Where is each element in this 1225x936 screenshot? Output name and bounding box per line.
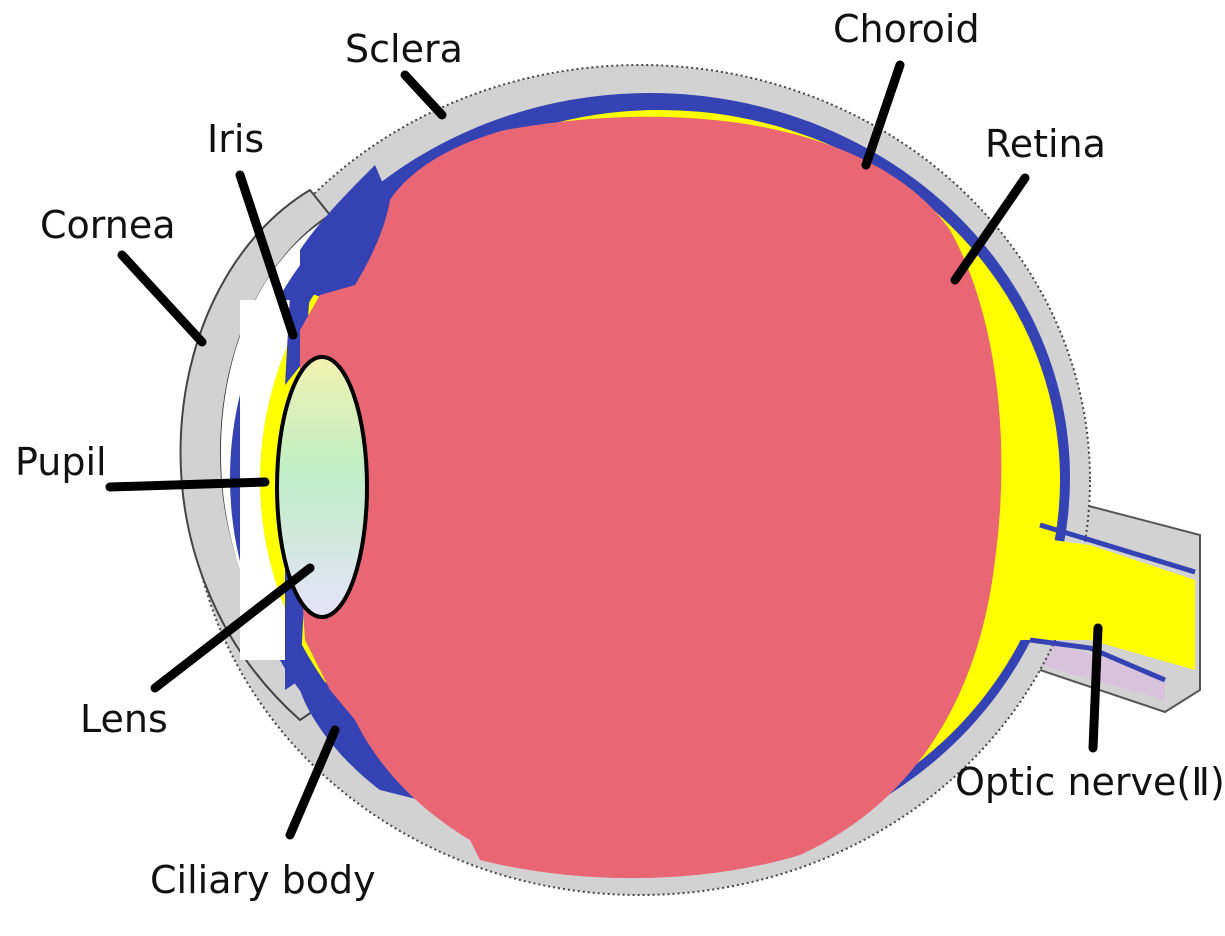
label-optic-nerve: Optic nerve(Ⅱ): [955, 760, 1225, 804]
label-ciliary-body: Ciliary body: [150, 858, 376, 902]
label-choroid: Choroid: [833, 7, 980, 51]
pupil-leader: [110, 482, 265, 487]
label-iris: Iris: [207, 117, 264, 161]
label-lens: Lens: [80, 697, 168, 741]
label-sclera: Sclera: [345, 27, 463, 71]
sclera-leader: [405, 75, 442, 115]
optic-nerve-leader: [1093, 628, 1098, 748]
label-pupil: Pupil: [15, 440, 107, 484]
vitreous-body: [300, 117, 1001, 878]
label-cornea: Cornea: [40, 203, 176, 247]
cornea-leader: [122, 255, 202, 342]
label-retina: Retina: [985, 122, 1106, 166]
